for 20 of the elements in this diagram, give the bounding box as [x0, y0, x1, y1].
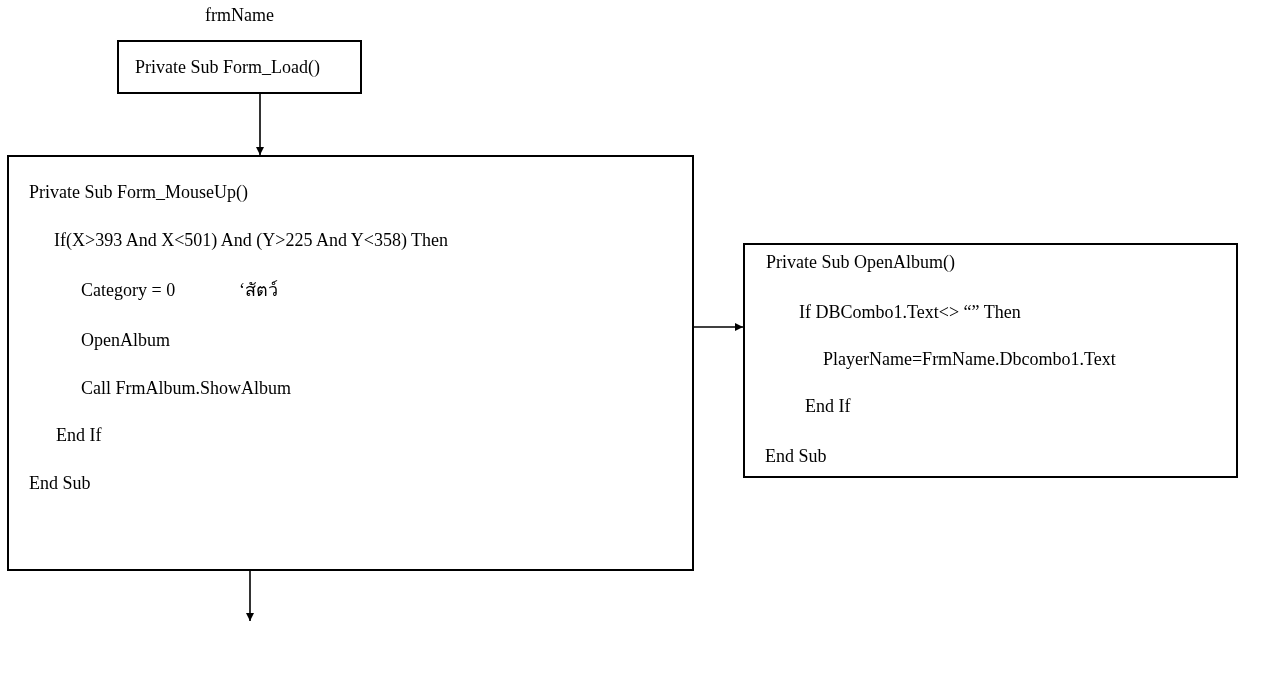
- arrow: [246, 570, 254, 622]
- arrow: [693, 323, 744, 331]
- code-line: Private Sub OpenAlbum(): [766, 251, 955, 273]
- form-name: frmName: [205, 4, 274, 26]
- code-line: Category = 0: [81, 279, 176, 301]
- code-line: Call FrmAlbum.ShowAlbum: [81, 377, 291, 399]
- code-line: ‘สัตว์: [239, 279, 278, 301]
- code-line: End If: [56, 424, 102, 446]
- procedure-box: [743, 243, 1238, 478]
- code-line: Private Sub Form_MouseUp(): [29, 181, 248, 203]
- procedure-box: [7, 155, 694, 571]
- code-line: End Sub: [765, 445, 827, 467]
- arrow: [256, 93, 264, 156]
- code-line: End If: [805, 395, 851, 417]
- code-line: End Sub: [29, 472, 91, 494]
- code-line: PlayerName=FrmName.Dbcombo1.Text: [823, 348, 1116, 370]
- code-line: Private Sub Form_Load(): [135, 56, 320, 78]
- code-line: If(X>393 And X<501) And (Y>225 And Y<358) Then: [54, 229, 449, 251]
- code-line: If DBCombo1.Text<> “” Then: [799, 301, 1021, 323]
- code-line: OpenAlbum: [81, 329, 170, 351]
